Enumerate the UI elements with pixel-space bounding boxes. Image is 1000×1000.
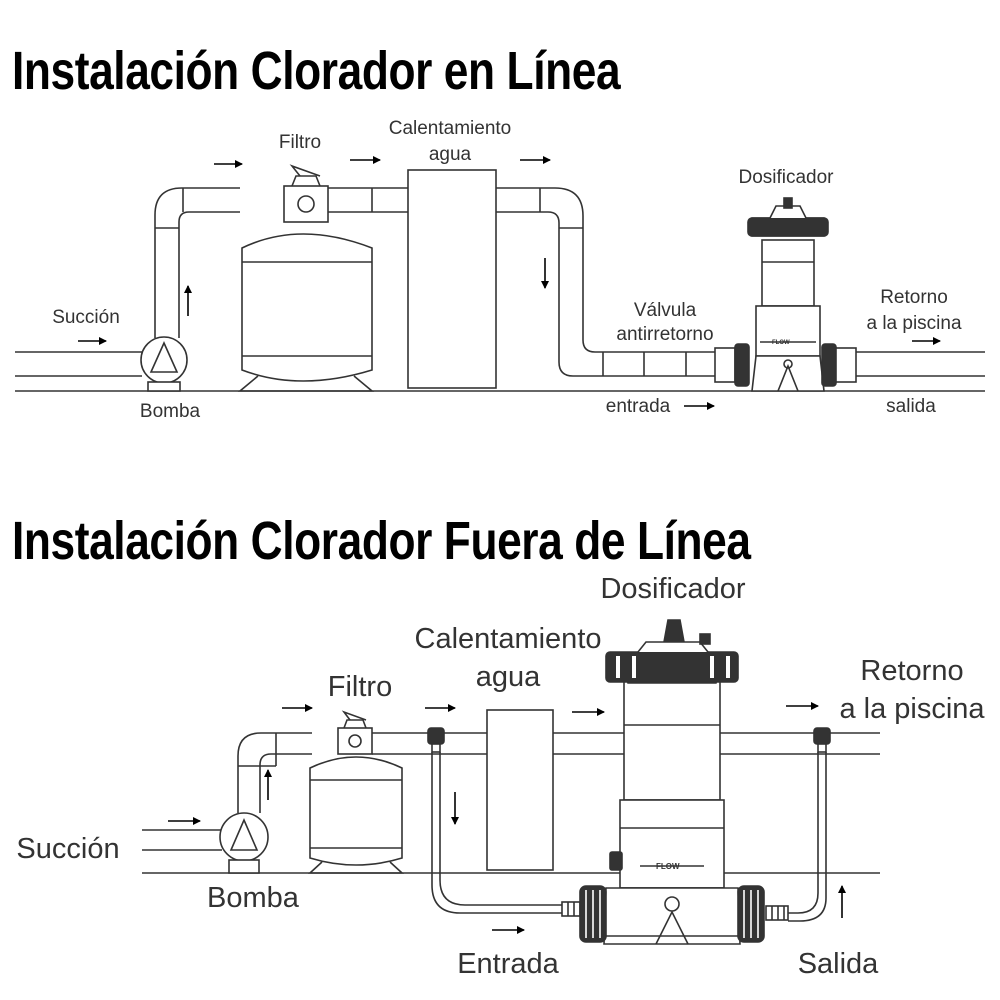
bottom-pump-icon bbox=[219, 812, 269, 874]
top-flow-label: FLOW bbox=[772, 340, 790, 346]
top-labels: Filtro Calentamiento agua Dosificador Su… bbox=[52, 118, 962, 422]
bottom-riser-pipe bbox=[237, 732, 312, 813]
bottom-labels: Dosificador Calentamiento agua Filtro Re… bbox=[16, 573, 985, 980]
label-bomba-b: Bomba bbox=[207, 882, 300, 914]
label-filtro-b: Filtro bbox=[328, 671, 392, 703]
label-bomba: Bomba bbox=[140, 401, 201, 422]
top-pump-icon bbox=[140, 336, 188, 392]
label-a-la-piscina-b: a la piscina bbox=[839, 693, 985, 725]
label-agua: agua bbox=[429, 144, 472, 165]
top-check-valve-icon bbox=[714, 343, 750, 387]
bottom-tap-right-icon bbox=[813, 727, 831, 753]
label-succion: Succión bbox=[52, 307, 120, 328]
top-diagram-title: Instalación Clorador en Línea bbox=[12, 41, 621, 101]
bottom-chlorinator-icon bbox=[603, 619, 741, 945]
bottom-flow-arrows bbox=[168, 702, 846, 934]
bottom-feed-tube bbox=[431, 752, 585, 917]
top-return-pipe bbox=[856, 351, 985, 377]
label-dosificador: Dosificador bbox=[738, 167, 834, 188]
label-calentamiento-b: Calentamiento bbox=[415, 623, 602, 655]
label-entrada-b: Entrada bbox=[457, 948, 559, 980]
top-flow-arrows bbox=[78, 156, 941, 410]
top-chlorinator-icon bbox=[747, 197, 829, 392]
label-entrada: entrada bbox=[606, 396, 671, 417]
top-riser-pipe bbox=[154, 187, 240, 338]
label-salida-b: Salida bbox=[798, 948, 879, 980]
label-calentamiento: Calentamiento bbox=[389, 118, 512, 139]
label-a-la-piscina: a la piscina bbox=[866, 313, 961, 334]
bottom-tap-left-icon bbox=[427, 727, 445, 753]
top-filter-icon bbox=[237, 164, 375, 392]
bottom-diagram: FLOW bbox=[142, 619, 880, 945]
bottom-union-right-icon bbox=[737, 885, 765, 943]
top-suction-pipe bbox=[15, 351, 142, 377]
label-filtro: Filtro bbox=[279, 132, 321, 153]
top-pipe-filter-heater bbox=[328, 187, 408, 213]
bottom-diagram-title: Instalación Clorador Fuera de Línea bbox=[12, 511, 751, 571]
top-heater-icon bbox=[407, 169, 497, 389]
label-succion-b: Succión bbox=[16, 833, 119, 865]
label-retorno-b: Retorno bbox=[860, 655, 963, 687]
label-salida: salida bbox=[886, 396, 936, 417]
label-retorno: Retorno bbox=[880, 287, 948, 308]
bottom-flow-label: FLOW bbox=[656, 862, 680, 871]
label-valvula: Válvula bbox=[634, 300, 697, 321]
top-union-right-icon bbox=[821, 343, 857, 387]
bottom-return-tube bbox=[765, 752, 827, 922]
top-diagram: FLOW bbox=[15, 164, 985, 392]
bottom-heater-icon bbox=[486, 709, 554, 871]
bottom-union-left-icon bbox=[579, 885, 607, 943]
bottom-suction-pipe bbox=[142, 829, 222, 851]
label-antirretorno: antirretorno bbox=[616, 324, 713, 345]
label-dosificador-b: Dosificador bbox=[600, 573, 745, 605]
label-agua-b: agua bbox=[476, 661, 541, 693]
top-pipe-heater-valve bbox=[496, 187, 715, 377]
bottom-filter-icon bbox=[307, 710, 405, 874]
